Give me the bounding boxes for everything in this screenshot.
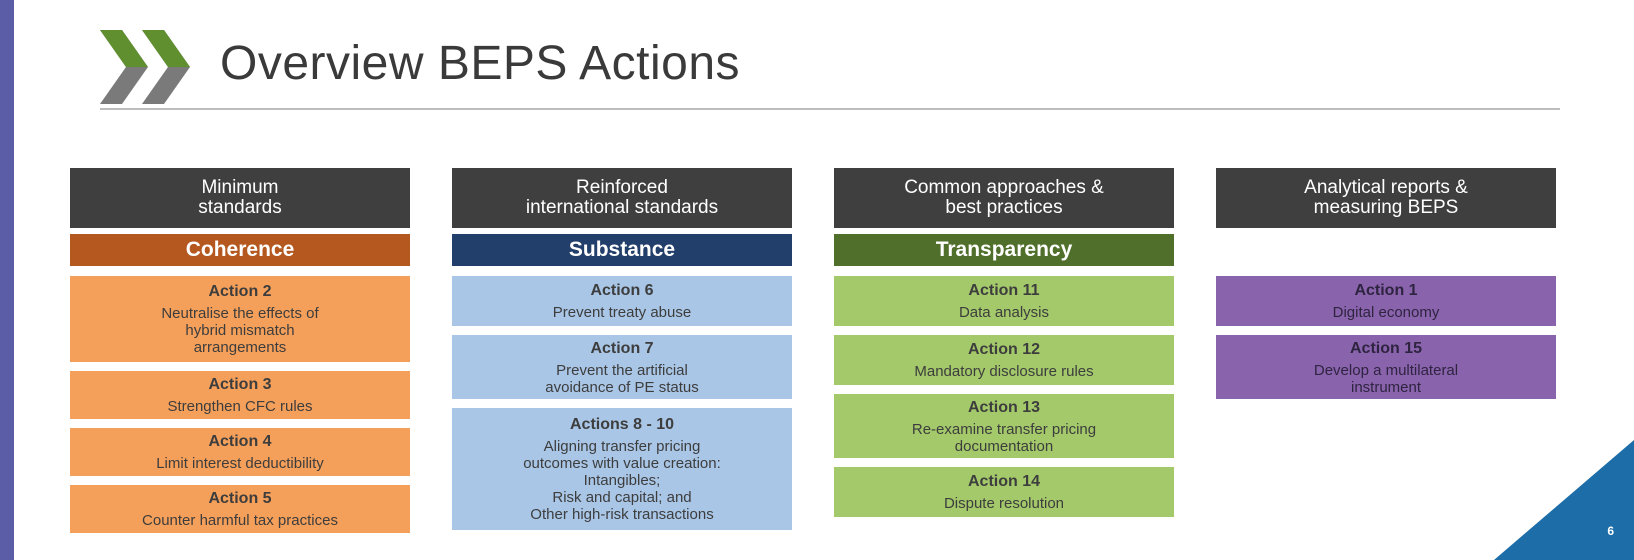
action-card-5: Action 5 Counter harmful tax practices <box>70 485 410 533</box>
column-analytical-reports: Analytical reports & measuring BEPS Acti… <box>1216 168 1556 399</box>
action-number: Action 3 <box>208 376 272 393</box>
action-number: Actions 8 - 10 <box>569 416 675 433</box>
action-card-4: Action 4 Limit interest deductibility <box>70 428 410 476</box>
column-common-approaches: Common approaches & best practices Trans… <box>834 168 1174 517</box>
action-card-12: Action 12 Mandatory disclosure rules <box>834 335 1174 385</box>
action-card-13: Action 13 Re-examine transfer pricing do… <box>834 394 1174 458</box>
action-description: Data analysis <box>958 304 1050 321</box>
action-description: Limit interest deductibility <box>156 455 324 472</box>
action-description: Aligning transfer pricing outcomes with … <box>523 438 721 523</box>
action-card-3: Action 3 Strengthen CFC rules <box>70 371 410 419</box>
action-card-6: Action 6 Prevent treaty abuse <box>452 276 792 326</box>
column-header: Reinforced international standards <box>452 168 792 228</box>
action-description: Dispute resolution <box>943 495 1065 512</box>
slide: Overview BEPS Actions Minimum standards … <box>14 0 1634 560</box>
action-card-2: Action 2 Neutralise the effects of hybri… <box>70 276 410 362</box>
action-number: Action 1 <box>1354 282 1418 299</box>
column-reinforced-standards: Reinforced international standards Subst… <box>452 168 792 530</box>
column-header: Common approaches & best practices <box>834 168 1174 228</box>
action-number: Action 13 <box>967 398 1040 416</box>
action-number: Action 11 <box>968 282 1040 299</box>
column-header: Minimum standards <box>70 168 410 228</box>
action-description: Prevent treaty abuse <box>552 304 692 321</box>
action-description: Neutralise the effects of hybrid mismatc… <box>161 305 319 356</box>
action-number: Action 12 <box>967 341 1040 358</box>
action-description: Mandatory disclosure rules <box>914 363 1094 380</box>
action-number: Action 6 <box>590 282 654 299</box>
action-description: Prevent the artificial avoidance of PE s… <box>545 361 699 396</box>
action-number: Action 7 <box>590 339 654 357</box>
action-card-11: Action 11 Data analysis <box>834 276 1174 326</box>
column-minimum-standards: Minimum standards Coherence Action 2 Neu… <box>70 168 410 533</box>
action-number: Action 4 <box>208 433 272 450</box>
theme-substance: Substance <box>452 234 792 266</box>
action-card-15: Action 15 Develop a multilateral instrum… <box>1216 335 1556 399</box>
theme-coherence: Coherence <box>70 234 410 266</box>
action-card-14: Action 14 Dispute resolution <box>834 467 1174 517</box>
action-number: Action 5 <box>208 490 272 507</box>
action-number: Action 14 <box>967 473 1040 490</box>
oecd-chevron-logo <box>100 30 190 104</box>
action-number: Action 15 <box>1349 339 1422 357</box>
action-description: Counter harmful tax practices <box>142 512 338 529</box>
theme-empty <box>1216 234 1556 266</box>
action-number: Action 2 <box>208 283 272 300</box>
corner-accent <box>1494 440 1634 560</box>
action-card-8-10: Actions 8 - 10 Aligning transfer pricing… <box>452 408 792 530</box>
title-divider <box>100 108 1560 110</box>
action-card-7: Action 7 Prevent the artificial avoidanc… <box>452 335 792 399</box>
page-number: 6 <box>1607 524 1614 538</box>
theme-transparency: Transparency <box>834 234 1174 266</box>
page-title: Overview BEPS Actions <box>220 37 741 90</box>
action-card-1: Action 1 Digital economy <box>1216 276 1556 326</box>
column-header: Analytical reports & measuring BEPS <box>1216 168 1556 228</box>
action-description: Develop a multilateral instrument <box>1313 361 1459 396</box>
action-description: Digital economy <box>1332 304 1440 321</box>
action-description: Re-examine transfer pricing documentatio… <box>911 420 1097 455</box>
action-description: Strengthen CFC rules <box>167 398 313 415</box>
